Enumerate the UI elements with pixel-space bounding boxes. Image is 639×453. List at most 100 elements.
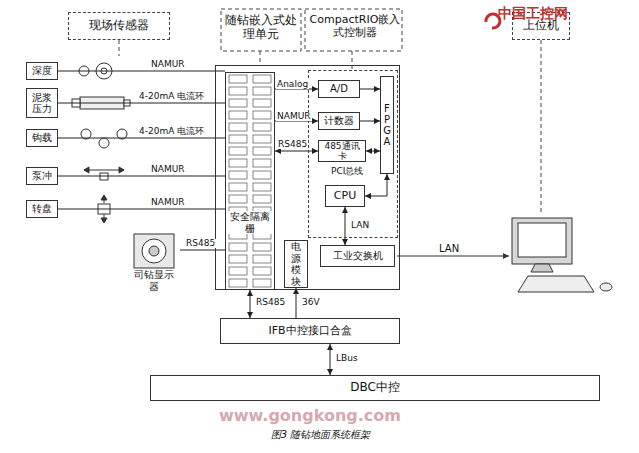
cpu-box: CPU bbox=[325, 185, 365, 207]
stroke-symbol bbox=[84, 167, 124, 173]
heading-frame bbox=[221, 9, 301, 51]
connector bbox=[58, 138, 225, 139]
node-text: 电源模块 bbox=[287, 241, 305, 287]
edge-label: NAMUR bbox=[150, 198, 186, 207]
sensor-group-box: 现场传感器 bbox=[68, 12, 170, 40]
display-icon bbox=[134, 234, 174, 268]
sensor-box: 泥浆压力 bbox=[26, 88, 58, 118]
edge-label: PCI总线 bbox=[330, 167, 364, 176]
node-text: 485通讯卡 bbox=[321, 141, 363, 162]
display-node: 司钻显示器 bbox=[128, 232, 180, 292]
controller-box: CompactRIO嵌入式控制器A/D计数器485通讯卡FPGACPU bbox=[308, 70, 398, 238]
node-text: IFB中控接口合盒 bbox=[268, 325, 351, 338]
edge-label: 4-20mA 电流环 bbox=[138, 127, 205, 136]
module-box: A/D bbox=[318, 80, 360, 98]
computer-icon bbox=[600, 283, 612, 291]
display-icon bbox=[149, 246, 159, 256]
node-text: 工业交换机 bbox=[333, 250, 383, 262]
connector bbox=[275, 151, 318, 152]
connector bbox=[365, 174, 387, 196]
display-icon bbox=[134, 234, 174, 268]
lan-link bbox=[397, 256, 509, 257]
rotary-symbol bbox=[101, 195, 107, 200]
edge-label: NAMUR bbox=[150, 165, 186, 174]
logo-mark bbox=[486, 14, 500, 28]
module-box: 485通讯卡 bbox=[318, 140, 366, 162]
sensor-symbols bbox=[72, 63, 130, 223]
link-label: LAN bbox=[438, 244, 460, 254]
connector bbox=[345, 207, 346, 245]
leader-line bbox=[119, 40, 120, 56]
node-text: 转盘 bbox=[32, 203, 52, 215]
watermark: www.gongkong.com bbox=[218, 408, 402, 424]
rotary-symbol bbox=[101, 218, 107, 223]
node-text: CPU bbox=[334, 190, 356, 203]
leader-line bbox=[352, 51, 353, 70]
node-text: 计数器 bbox=[324, 115, 354, 127]
computer-icon bbox=[518, 276, 594, 292]
computer-icon bbox=[512, 218, 572, 264]
watermark-logo: 中国工控网 bbox=[497, 6, 569, 20]
connector bbox=[180, 250, 225, 251]
sensor-box: 泵冲 bbox=[26, 167, 58, 185]
logo-mark bbox=[486, 14, 500, 28]
node-text: DBC中控 bbox=[350, 381, 400, 395]
node-text: 钩载 bbox=[32, 132, 52, 144]
edge-label: LAN bbox=[350, 221, 370, 230]
unit-box: 随钻嵌入式处理单元安全隔离栅CompactRIO嵌入式控制器A/D计数器485通… bbox=[215, 65, 400, 290]
callout-frames bbox=[119, 9, 541, 212]
node-text: 上位机 bbox=[523, 19, 559, 33]
barrier-cells bbox=[226, 73, 274, 289]
node-text: 现场传感器 bbox=[89, 19, 149, 33]
display-icon bbox=[142, 239, 166, 263]
edge-label: NAMUR bbox=[276, 112, 312, 121]
stroke-symbol bbox=[84, 170, 124, 171]
figure-caption: 图3 随钻地面系统框架 bbox=[0, 430, 639, 440]
module-box: 计数器 bbox=[318, 112, 360, 130]
connector bbox=[360, 121, 380, 122]
connector bbox=[58, 71, 225, 72]
leader-line bbox=[260, 51, 261, 65]
fpga-box: FPGA bbox=[380, 76, 394, 174]
connector bbox=[330, 344, 331, 375]
connector bbox=[296, 288, 297, 318]
power-box: 电源模块 bbox=[284, 240, 308, 288]
edge-label: RS485 bbox=[277, 140, 308, 149]
unit-heading: CompactRIO嵌入式控制器 bbox=[308, 13, 402, 39]
connector bbox=[58, 209, 225, 210]
sensor-box: 转盘 bbox=[26, 200, 58, 218]
heading-frame bbox=[305, 9, 402, 51]
connector bbox=[366, 151, 380, 152]
switch-box: 工业交换机 bbox=[320, 245, 395, 267]
sensor-box: 钩载 bbox=[26, 129, 58, 147]
node-text: FPGA bbox=[383, 103, 391, 147]
node-text: 泥浆压力 bbox=[29, 92, 55, 115]
edge-label: RS485 bbox=[185, 239, 216, 248]
node-text: 安全隔离栅 bbox=[228, 211, 272, 234]
node-text: 深度 bbox=[32, 65, 52, 77]
computer-icon bbox=[531, 264, 553, 272]
connector bbox=[250, 290, 251, 318]
unit-heading: 随钻嵌入式处理单元 bbox=[224, 13, 298, 42]
load-symbol bbox=[99, 138, 109, 148]
connector bbox=[360, 89, 380, 90]
node-text: 泵冲 bbox=[32, 170, 52, 182]
edge-label: Analog bbox=[276, 80, 309, 89]
computer-icon bbox=[512, 218, 612, 292]
barrier-box: 安全隔离栅 bbox=[225, 72, 275, 290]
connector bbox=[58, 176, 225, 177]
node-text: A/D bbox=[330, 83, 348, 95]
node-text: 司钻显示器 bbox=[130, 269, 178, 292]
control-box: DBC中控 bbox=[150, 375, 600, 401]
sensor-box: 深度 bbox=[26, 62, 58, 80]
connector bbox=[58, 103, 225, 104]
computer-icon bbox=[518, 223, 566, 257]
edge-label: NAMUR bbox=[150, 60, 186, 69]
edge-label: LBus bbox=[335, 354, 359, 363]
edge-label: RS485 bbox=[255, 298, 286, 307]
edge-label: 4-20mA 电流环 bbox=[138, 92, 205, 101]
edge-label: 36V bbox=[301, 298, 321, 307]
leader-line bbox=[541, 40, 542, 212]
